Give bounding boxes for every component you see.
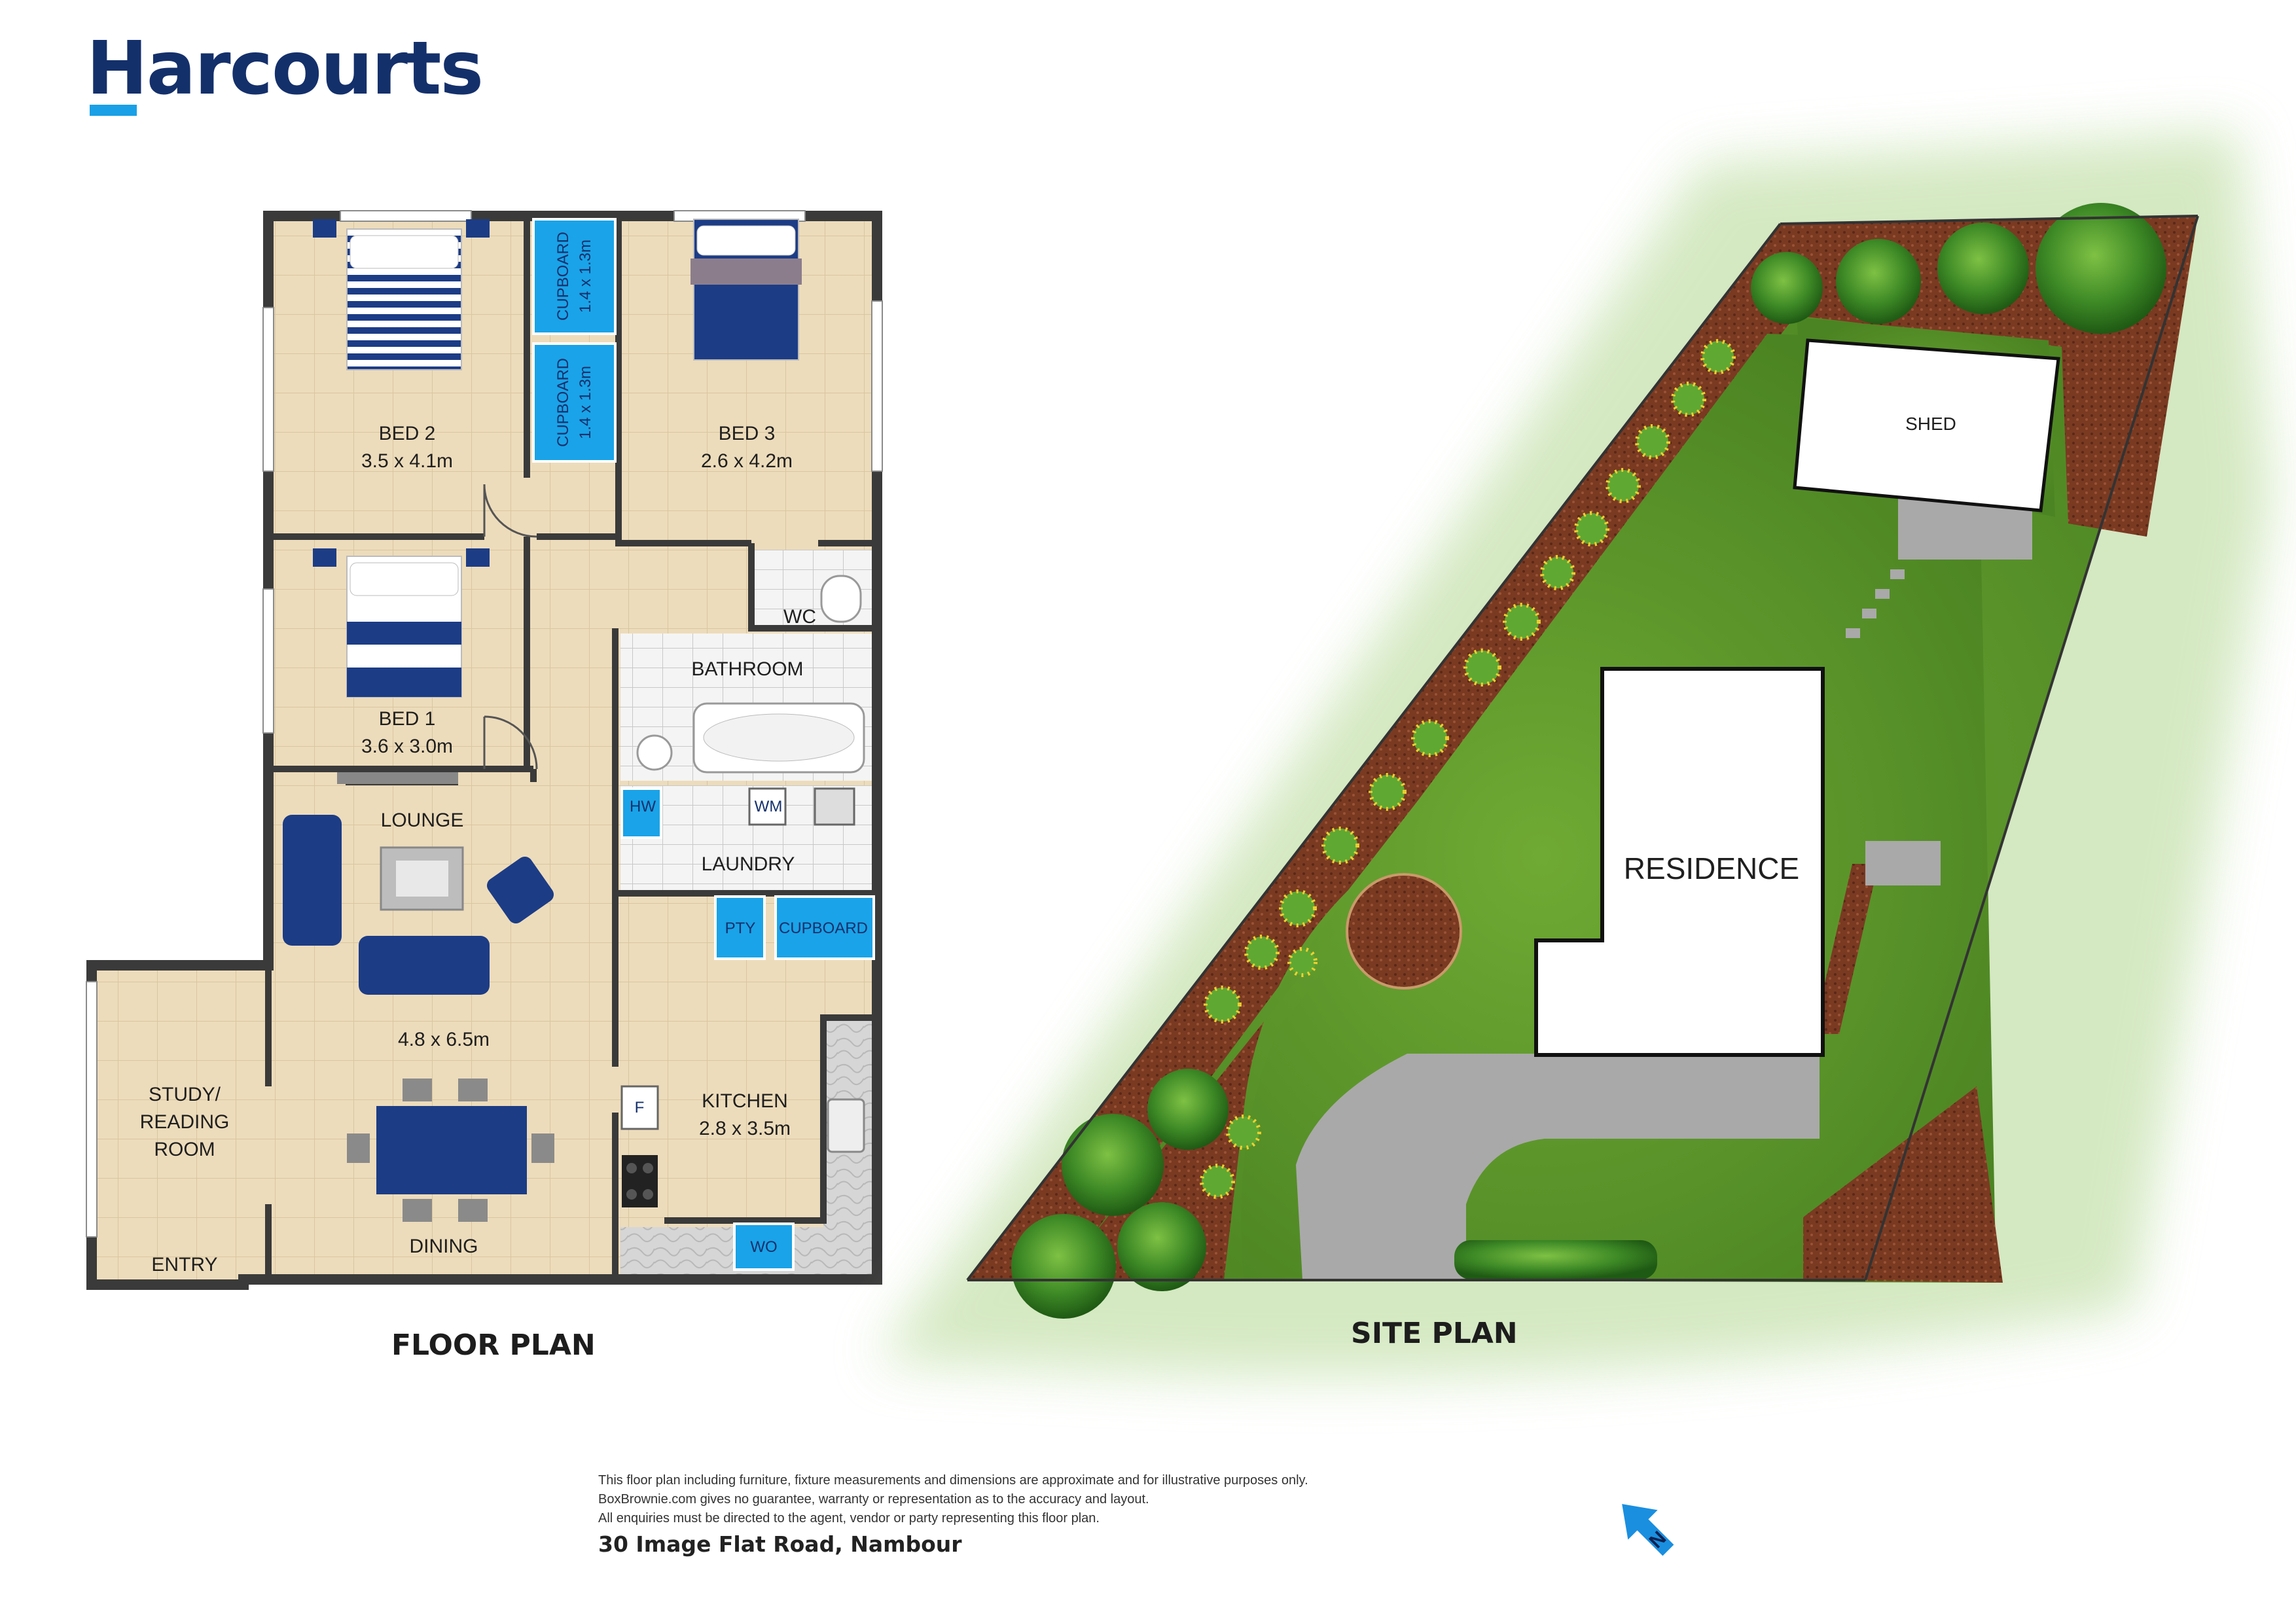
laundry-label: LAUNDRY (702, 853, 795, 875)
disclaimer-line: This floor plan including furniture, fix… (598, 1473, 1308, 1488)
lounge-label: LOUNGE (381, 810, 464, 831)
wall-oven-label: WO (750, 1238, 777, 1256)
property-address: 30 Image Flat Road, Nambour (598, 1531, 962, 1557)
floor-plan: BED 2 3.5 x 4.1m BED 3 2.6 x 4.2m BED 1 … (86, 210, 883, 1290)
study-label-line2: READING (140, 1111, 230, 1133)
floor-plan-caption: FLOOR PLAN (391, 1329, 596, 1362)
lounge-furniture (283, 772, 554, 995)
lounge-size: 4.8 x 6.5m (398, 1029, 490, 1050)
study-label-line3: ROOM (154, 1139, 215, 1160)
dining-furniture (347, 1079, 554, 1222)
cupboard-mid-label: CUPBOARD (554, 358, 572, 447)
cupboard-top-label: CUPBOARD (554, 232, 572, 321)
disclaimer-line: BoxBrownie.com gives no guarantee, warra… (598, 1492, 1149, 1507)
garden-shrubs (1011, 203, 2166, 1319)
washing-machine-label: WM (755, 798, 783, 815)
kitchen-label: KITCHEN (702, 1090, 788, 1112)
bed-2-furniture (313, 219, 490, 370)
kitchen-size: 2.8 x 3.5m (699, 1118, 791, 1139)
bed-2-size: 3.5 x 4.1m (361, 450, 453, 472)
cupboard-mid-size: 1.4 x 1.3m (577, 366, 594, 439)
bed-1-size: 3.6 x 3.0m (361, 736, 453, 757)
disclaimer: This floor plan including furniture, fix… (598, 1471, 1308, 1528)
harcourts-logo: Harcourts (86, 26, 484, 111)
north-arrow-icon: N (1622, 1504, 1674, 1556)
fridge-label: F (635, 1099, 645, 1116)
wc-label: WC (783, 606, 816, 628)
bathroom-label: BATHROOM (691, 658, 803, 680)
hot-water-label: HW (630, 798, 656, 815)
disclaimer-line: All enquiries must be directed to the ag… (598, 1511, 1100, 1525)
site-plan-caption: SITE PLAN (1351, 1317, 1518, 1350)
residence-label: RESIDENCE (1624, 851, 1799, 885)
entry-label: ENTRY (151, 1254, 217, 1275)
bed-3-label: BED 3 (719, 423, 776, 444)
bed-3-furniture (691, 219, 802, 361)
bed-1-furniture (313, 548, 490, 698)
cupboard-top-size: 1.4 x 1.3m (577, 240, 594, 313)
bed-3-size: 2.6 x 4.2m (701, 450, 793, 472)
pantry-label: PTY (725, 919, 756, 937)
bed-1-label: BED 1 (379, 708, 436, 730)
bed-2-label: BED 2 (379, 423, 436, 444)
study-label-line1: STUDY/ (149, 1084, 221, 1105)
laundry-cupboard-label: CUPBOARD (779, 919, 868, 937)
site-plan: RESIDENCE SHED (877, 131, 2271, 1376)
shed-label: SHED (1905, 414, 1956, 434)
dining-label: DINING (410, 1236, 478, 1257)
logo-accent-bar (90, 105, 137, 116)
